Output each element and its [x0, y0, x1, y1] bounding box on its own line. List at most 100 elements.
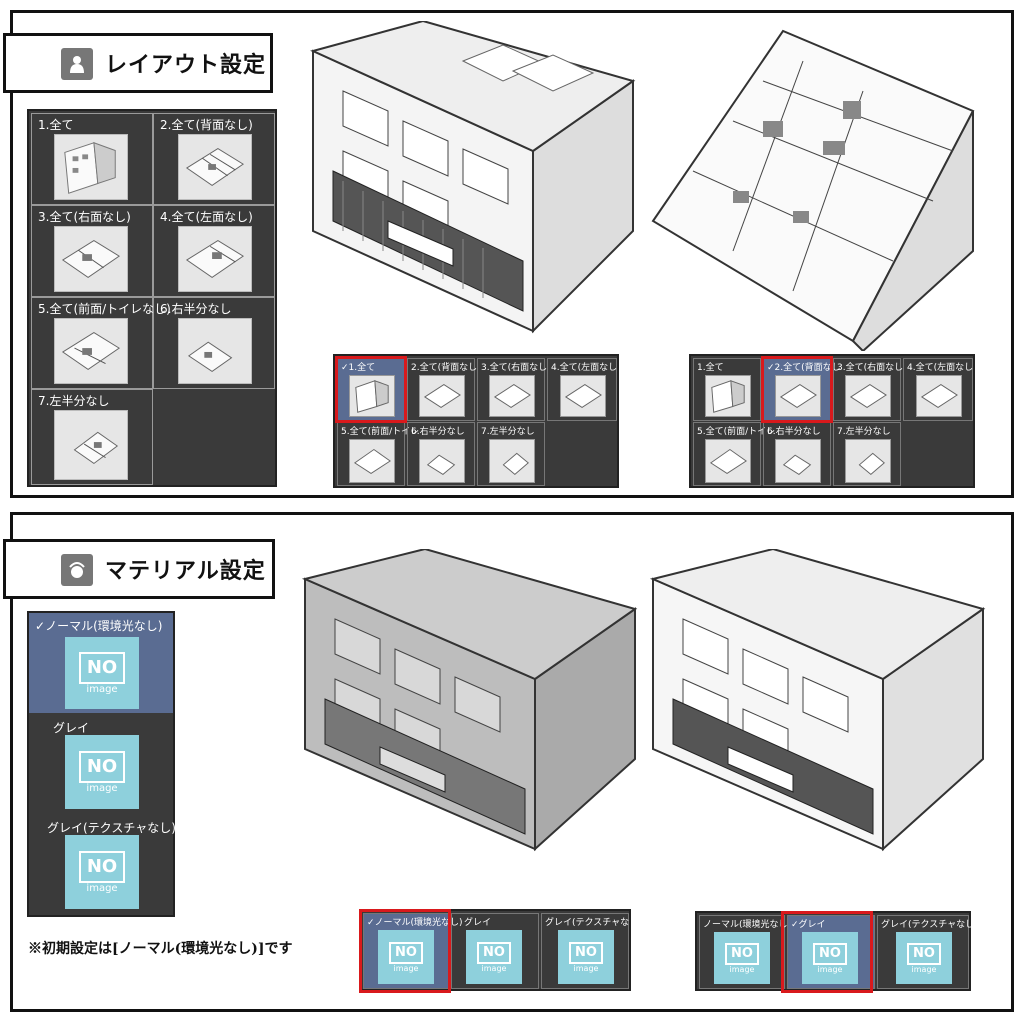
no-image-label: NO — [477, 941, 511, 964]
layout-settings-section: レイアウト設定 1.全て 2.全て(背面なし) 3.全て(右面なし) 4.全て(… — [3, 10, 1014, 498]
selection-highlight — [335, 356, 407, 423]
layout-option-label: 3.全て(右面なし) — [38, 210, 131, 224]
material-settings-header: マテリアル設定 — [3, 539, 275, 599]
layout-small-option-2[interactable]: 2.全て(背面なし — [407, 358, 478, 421]
layout-options-panel: 1.全て 2.全て(背面なし) 3.全て(右面なし) 4.全て(左面なし) 5.… — [27, 109, 277, 487]
layout-small-option-6[interactable]: 6.右半分なし — [407, 422, 475, 486]
layout-small-label: 7.左半分なし — [837, 427, 891, 437]
layout-small-option-7[interactable]: 7.左半分なし — [833, 422, 901, 486]
layout-small-label: 1.全て — [697, 363, 724, 373]
layout-small-thumbnail — [489, 439, 535, 483]
layout-small-thumbnail — [916, 375, 962, 417]
layout-small-label: 6.右半分なし — [767, 427, 821, 437]
layout-small-option-1[interactable]: ✓1.全て — [337, 358, 405, 421]
material-small-label: グレイ(テクスチャなし) — [545, 918, 642, 928]
layout-small-thumbnail — [705, 375, 751, 417]
layout-thumbnail — [54, 318, 128, 384]
layout-small-label: ✓2.全て(背面なし — [767, 363, 841, 373]
material-small-label: グレイ(テクスチャなし — [881, 920, 975, 930]
no-image-label: NO — [569, 941, 603, 964]
material-option-label: グレイ — [53, 721, 90, 735]
layout-option-2[interactable]: 2.全て(背面なし) — [153, 113, 275, 205]
no-image-label: NO — [813, 942, 847, 965]
layout-settings-header: レイアウト設定 — [3, 33, 273, 93]
material-small-label: グレイ — [464, 918, 492, 928]
layout-option-1[interactable]: 1.全て — [31, 113, 153, 205]
no-image-sublabel: image — [573, 963, 599, 973]
layout-small-option-4[interactable]: 4.全て(左面なし — [903, 358, 973, 421]
layout-small-label: 5.全て(前面/トイレ — [341, 427, 420, 437]
layout-small-option-7[interactable]: 7.左半分なし — [477, 422, 545, 486]
selection-highlight — [359, 909, 451, 993]
layout-small-option-4[interactable]: 4.全て(左面なし — [547, 358, 617, 421]
layout-small-option-3[interactable]: 3.全て(右面なし — [477, 358, 548, 421]
layout-small-label: 3.全て(右面なし — [837, 363, 904, 373]
layout-small-option-5[interactable]: 5.全て(前面/トイレ — [337, 422, 419, 486]
layout-small-thumbnail — [775, 375, 821, 417]
layout-option-label: 4.全て(左面なし) — [160, 210, 253, 224]
layout-small-option-6[interactable]: 6.右半分なし — [763, 422, 831, 486]
layout-thumbnail — [54, 410, 128, 480]
no-image-label: NO — [79, 850, 125, 883]
layout-small-thumbnail — [775, 439, 821, 483]
layout-small-option-5[interactable]: 5.全て(前面/トイレ — [693, 422, 775, 486]
material-small-label: ノーマル(環境光なし — [703, 920, 788, 930]
layout-small-thumbnail — [560, 375, 606, 417]
layout-thumbnail — [178, 134, 252, 200]
no-image-label: NO — [389, 941, 423, 964]
no-image-sublabel: image — [393, 963, 419, 973]
material-small-label: ✓グレイ — [791, 920, 826, 930]
layout-thumbnail — [54, 134, 128, 200]
layout-small-label: 4.全て(左面なし — [551, 363, 618, 373]
layout-small-label: 7.左半分なし — [481, 427, 535, 437]
layout-small-option-3[interactable]: 3.全て(右面なし — [833, 358, 904, 421]
building-render-normal — [643, 549, 993, 869]
layout-small-label: ✓1.全て — [341, 363, 376, 373]
layout-small-option-1[interactable]: 1.全て — [693, 358, 761, 421]
material-icon — [61, 554, 93, 586]
layout-small-thumbnail — [419, 439, 465, 483]
layout-small-thumbnail — [845, 375, 891, 417]
layout-option-7[interactable]: 7.左半分なし — [31, 389, 153, 485]
material-option-label: グレイ(テクスチャなし) — [47, 821, 176, 835]
layout-small-option-2[interactable]: ✓2.全て(背面なし — [763, 358, 841, 421]
layout-small-label: 5.全て(前面/トイレ — [697, 427, 776, 437]
no-image-label: NO — [907, 942, 941, 965]
material-settings-title: マテリアル設定 — [105, 558, 266, 584]
layout-option-4[interactable]: 4.全て(左面なし) — [153, 205, 275, 297]
layout-small-label: 2.全て(背面なし — [411, 363, 478, 373]
layout-option-6[interactable]: 6.右半分なし — [153, 297, 275, 389]
layout-option-3[interactable]: 3.全て(右面なし) — [31, 205, 153, 297]
layout-option-label: 6.右半分なし — [160, 302, 232, 316]
layout-option-label: 5.全て(前面/トイレなし) — [38, 302, 171, 316]
selection-highlight — [781, 911, 873, 993]
no-image-sublabel: image — [481, 963, 507, 973]
layout-option-5[interactable]: 5.全て(前面/トイレなし) — [31, 297, 171, 389]
no-image-sublabel: image — [817, 964, 843, 974]
layout-small-label: 3.全て(右面なし — [481, 363, 548, 373]
no-image-label: NO — [79, 750, 125, 783]
layout-thumbnail — [54, 226, 128, 292]
building-render-no-back — [643, 21, 983, 351]
layout-small-thumbnail — [419, 375, 465, 417]
layout-option-label: 7.左半分なし — [38, 394, 110, 408]
